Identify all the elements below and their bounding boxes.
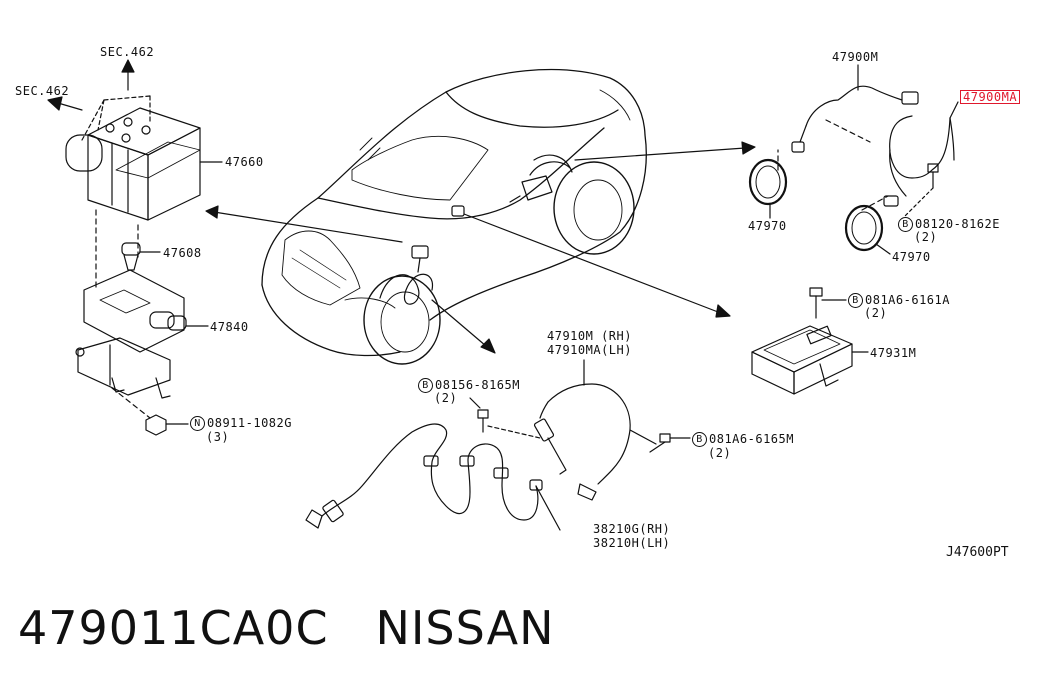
- label-47910ma: 47910MA(LH): [547, 343, 632, 357]
- bolt-mark-icon: B: [898, 217, 913, 232]
- abs-actuator-unit: [66, 96, 222, 220]
- guide-dashes-left: [96, 210, 150, 418]
- label-sec-462-left: SEC.462: [15, 84, 70, 98]
- rear-harness-on-car: [452, 155, 572, 216]
- sec-arrow-left: [48, 97, 82, 110]
- label-47910m: 47910M (RH): [547, 329, 632, 343]
- front-sensor-wire-38210: [306, 424, 560, 530]
- bolt-mark-icon: B: [692, 432, 707, 447]
- front-sensor-harness-47910m: [534, 360, 656, 500]
- bolt-08120: [905, 164, 938, 216]
- label-47900ma-highlighted: 47900MA: [960, 90, 1021, 104]
- bracket-47840: [76, 270, 208, 398]
- bolt-mark-icon: B: [848, 293, 863, 308]
- front-harness: [380, 246, 432, 304]
- label-08911-qty: (3): [206, 430, 230, 444]
- yaw-rate-sensor-47931m: [752, 326, 868, 394]
- bolt-mark-icon: B: [418, 378, 433, 393]
- label-081a6-6165m-qty: (2): [708, 446, 732, 460]
- footer-title: 479011CA0C NISSAN: [18, 600, 555, 656]
- part-number: 479011CA0C: [18, 601, 329, 655]
- vehicle-outline: [262, 70, 646, 364]
- label-47970-b: 47970: [892, 250, 931, 264]
- bushing-47608: [122, 243, 160, 270]
- nut-mark-icon: N: [190, 416, 205, 431]
- bolt-081a6-6165m: [650, 434, 690, 452]
- rear-harness-47900ma: [884, 102, 958, 206]
- label-08156-qty: (2): [434, 391, 458, 405]
- guide-dashes-right: [778, 120, 888, 210]
- label-38210h: 38210H(LH): [593, 536, 671, 550]
- nut-08911: [146, 415, 188, 435]
- tone-ring-a: [750, 160, 786, 218]
- label-47900m: 47900M: [832, 50, 879, 64]
- label-08120-qty: (2): [914, 230, 938, 244]
- label-47970-a: 47970: [748, 219, 787, 233]
- rear-harness-47900m: [792, 65, 918, 152]
- bolt-08156: [470, 398, 540, 438]
- label-47608: 47608: [163, 246, 202, 260]
- brand-name: NISSAN: [375, 601, 555, 655]
- label-47660: 47660: [225, 155, 264, 169]
- sec-arrow-top: [122, 60, 134, 90]
- label-38210g: 38210G(RH): [593, 522, 671, 536]
- bolt-081a6-6161a: [810, 288, 846, 318]
- label-47931m: 47931M: [870, 346, 917, 360]
- label-081a6-6161a-qty: (2): [864, 306, 888, 320]
- diagram-reference-code: J47600PT: [946, 545, 1009, 560]
- pointer-arrows: [206, 142, 755, 353]
- label-47840: 47840: [210, 320, 249, 334]
- tone-ring-b: [846, 206, 890, 254]
- label-sec-462-top: SEC.462: [100, 45, 155, 59]
